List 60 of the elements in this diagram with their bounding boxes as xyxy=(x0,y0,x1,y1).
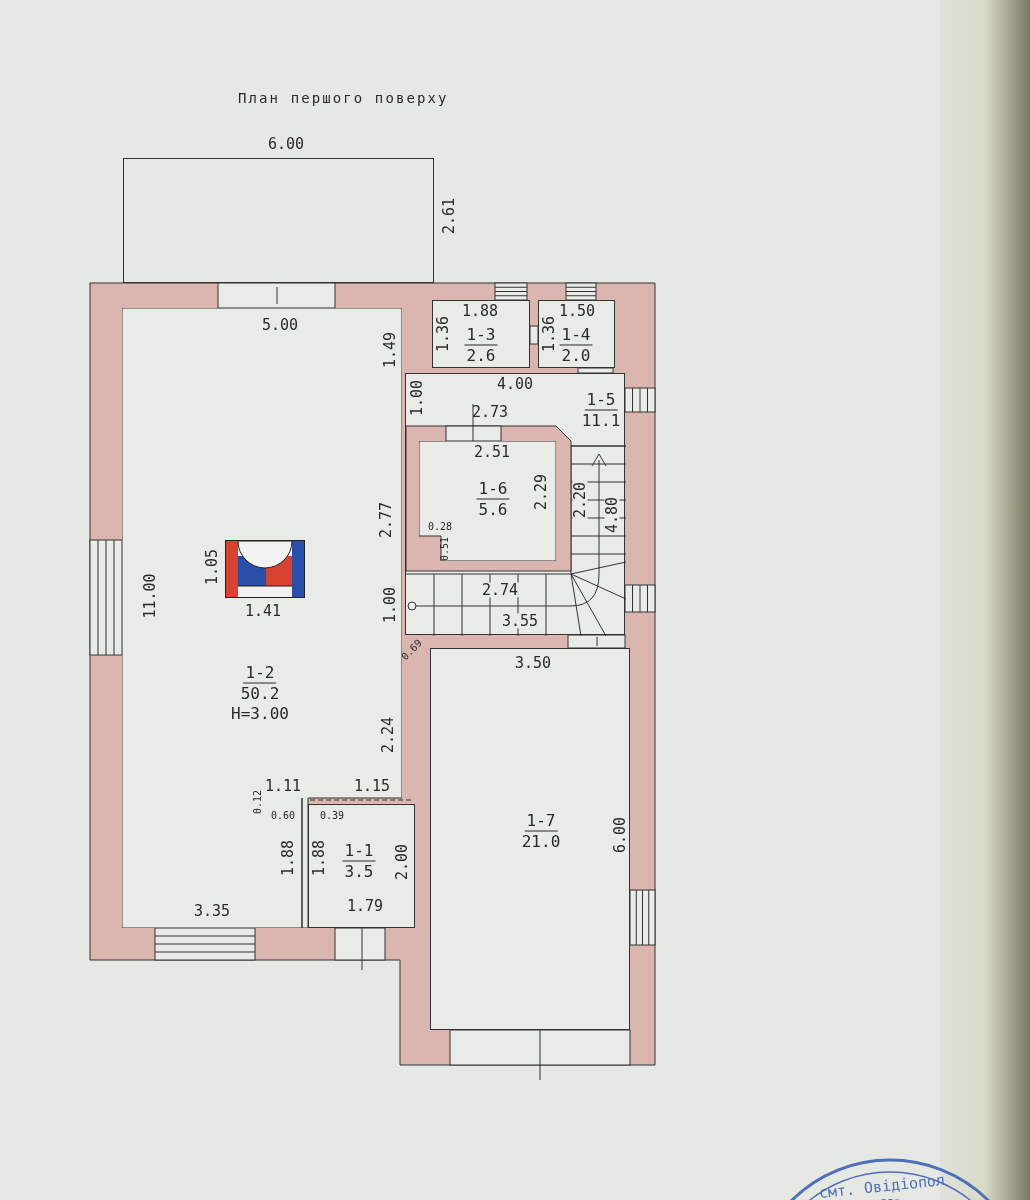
dimension-label: 1.36 xyxy=(541,315,557,353)
dimension-label: 0.60 xyxy=(270,811,296,821)
room xyxy=(308,804,415,928)
title: План першого поверху xyxy=(238,89,449,108)
dimension-label: 3.55 xyxy=(500,613,540,629)
dimension-label: 1.79 xyxy=(346,898,384,914)
dimension-label: 6.00 xyxy=(267,136,305,152)
dimension-label: 3.50 xyxy=(514,655,552,671)
stamp-text: смт. Овідіопол xyxy=(818,1172,946,1200)
room-area: 3.5 xyxy=(342,861,376,882)
room-area: 11.1 xyxy=(579,410,623,431)
dimension-label: 1.88 xyxy=(280,839,296,877)
room-area: 2.0 xyxy=(559,345,593,366)
dimension-label: 4.80 xyxy=(604,495,620,535)
room-area: 2.6 xyxy=(464,345,498,366)
room xyxy=(432,300,530,368)
dimension-label: 0.28 xyxy=(427,522,453,532)
dimension-label: 0.51 xyxy=(440,536,450,562)
room-number: 1-5 xyxy=(584,389,618,411)
dimension-label: 5.00 xyxy=(261,317,299,333)
ceiling-height: H=3.00 xyxy=(230,703,290,724)
dimension-label: 3.35 xyxy=(193,903,231,919)
room-number: 1-6 xyxy=(476,478,510,500)
dimension-label: 2.20 xyxy=(572,480,588,520)
dimension-label: 2.74 xyxy=(480,582,520,598)
dimension-label: 11.00 xyxy=(142,573,158,619)
room xyxy=(538,300,615,368)
dimension-label: 2.61 xyxy=(441,197,457,235)
room xyxy=(430,648,630,1030)
dimension-label: 1.15 xyxy=(353,778,391,794)
dimension-label: 2.24 xyxy=(380,716,396,754)
dimension-label: 2.00 xyxy=(394,843,410,881)
dimension-label: 0.39 xyxy=(319,811,345,821)
dimension-label: 1.88 xyxy=(311,839,327,877)
room-number: 1-4 xyxy=(559,324,593,346)
room xyxy=(405,373,625,635)
room-area: 50.2 xyxy=(238,683,282,704)
dimension-label: 1.00 xyxy=(382,586,398,624)
room-number: 1-1 xyxy=(342,840,376,862)
room-area: 21.0 xyxy=(519,831,563,852)
dimension-label: 1.00 xyxy=(409,379,425,417)
dimension-label: 1.05 xyxy=(204,548,220,586)
room-area: 5.6 xyxy=(476,499,510,520)
room-number: 1-7 xyxy=(524,810,558,832)
room-number: 1-2 xyxy=(243,662,277,684)
dimension-label: 2.51 xyxy=(473,444,511,460)
dimension-label: 1.41 xyxy=(244,603,282,619)
dimension-label: 1.88 xyxy=(461,303,499,319)
dimension-label: 2.77 xyxy=(378,501,394,539)
dimension-label: 2.29 xyxy=(533,473,549,511)
dimension-label: 1.49 xyxy=(382,331,398,369)
room xyxy=(419,441,556,561)
dimension-label: 4.00 xyxy=(496,376,534,392)
room-number: 1-3 xyxy=(464,324,498,346)
dimension-label: 2.73 xyxy=(471,404,509,420)
dimension-label: 1.50 xyxy=(558,303,596,319)
dimension-label: 1.36 xyxy=(435,315,451,353)
dimension-label: 0.12 xyxy=(253,789,263,815)
dimension-label: 1.11 xyxy=(264,778,302,794)
dimension-label: 6.00 xyxy=(612,816,628,854)
